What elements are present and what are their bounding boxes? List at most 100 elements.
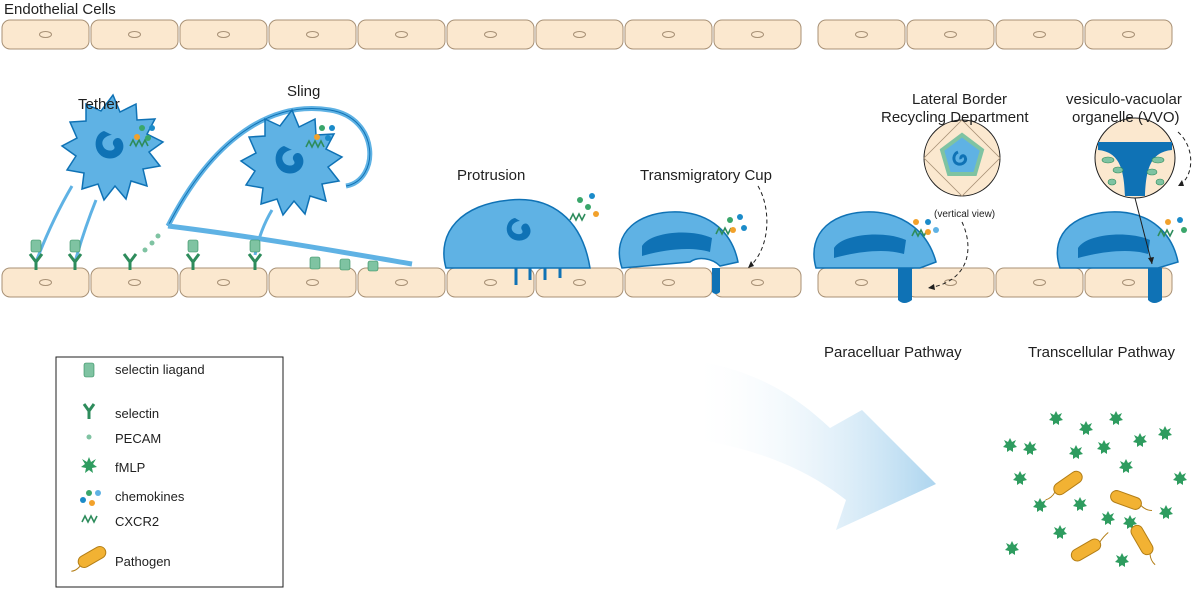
fmlp-icon <box>1158 426 1172 440</box>
vvo-inset <box>1094 117 1176 199</box>
legend-cxcr2-icon <box>81 514 98 524</box>
legend-label-selectin: selectin <box>115 406 159 421</box>
fmlp-icon <box>1115 553 1129 567</box>
legend-pecam-icon <box>86 434 92 440</box>
selectin-ligand-icon <box>69 239 81 253</box>
endothelial-nucleus <box>855 279 868 286</box>
endothelial-nucleus <box>662 279 675 286</box>
tether-neutrophil <box>34 93 165 263</box>
endothelial-nucleus <box>306 279 319 286</box>
endothelial-cell <box>1 267 90 298</box>
endothelial-nucleus <box>573 31 586 38</box>
endothelial-cell <box>535 267 624 298</box>
legend-box: selectin liagand selectin PECAM fMLP che… <box>55 356 284 588</box>
endothelial-cell <box>535 19 624 50</box>
legend-selectin-icon <box>82 403 96 419</box>
endothelial-cell <box>713 19 802 50</box>
vertical-view-label: (vertical view) <box>934 209 995 220</box>
transcellular-label: Transcellular Pathway <box>1028 344 1176 361</box>
trans-cxcr2-icon <box>1157 228 1174 238</box>
cup-cxcr2-icon <box>715 226 732 236</box>
endothelial-nucleus <box>751 31 764 38</box>
protrusion-chemokines-icon <box>577 193 599 217</box>
endothelial-nucleus <box>751 279 764 286</box>
endothelial-nucleus <box>306 31 319 38</box>
endothelial-nucleus <box>484 31 497 38</box>
endothelial-cells-top-row <box>1 19 1173 50</box>
fmlp-icon <box>1033 498 1047 512</box>
endothelial-cell <box>906 19 995 50</box>
fmlp-icon <box>1053 525 1067 539</box>
endothelial-nucleus <box>217 279 230 286</box>
legend-label-pathogen: Pathogen <box>115 554 171 569</box>
endothelial-nucleus <box>484 279 497 286</box>
selectin-icon <box>28 253 44 270</box>
vvo-label-line1: vesiculo-vacuolar <box>1066 91 1182 108</box>
endothelial-nucleus <box>662 31 675 38</box>
sling-cxcr2-icon <box>305 139 325 149</box>
endothelial-nucleus <box>128 279 141 286</box>
endothelial-cell <box>357 19 446 50</box>
endothelial-cell <box>995 267 1084 298</box>
transmigratory-cup-neutrophil <box>618 185 768 294</box>
legend-label-fmlp: fMLP <box>115 460 145 475</box>
fmlp-icon <box>1049 411 1063 425</box>
protrusion-neutrophil <box>443 193 599 285</box>
legend-label-pecam: PECAM <box>115 431 161 446</box>
endothelial-nucleus <box>217 31 230 38</box>
fmlp-icon <box>1133 433 1147 447</box>
endothelial-cell <box>90 19 179 50</box>
selectin-ligand-icon <box>249 239 261 253</box>
tether-cell-body <box>60 93 165 202</box>
tether-nucleus <box>95 131 124 159</box>
fmlp-icon <box>1079 421 1093 435</box>
pathogen-icon <box>1070 532 1109 562</box>
lbrc-label-line2: Recycling Department <box>881 109 1029 126</box>
lbrc-inset <box>923 119 1001 197</box>
endothelial-nucleus <box>1033 31 1046 38</box>
endothelial-cell <box>268 267 357 298</box>
endothelial-cell <box>624 19 713 50</box>
endothelial-cell <box>817 19 906 50</box>
fmlp-icon <box>1123 515 1137 529</box>
para-cxcr2-icon <box>911 228 928 238</box>
fmlp-icon <box>1073 497 1087 511</box>
endothelial-cells-bottom-row <box>1 267 1173 298</box>
endothelial-cell <box>713 267 802 298</box>
legend-label-chemokines: chemokines <box>115 489 185 504</box>
endothelial-cell <box>268 19 357 50</box>
paracellular-label: Paracelluar Pathway <box>824 344 962 361</box>
selectin-ligand-icon <box>339 258 351 271</box>
selectin-ligand-icon <box>187 239 199 253</box>
para-chemokines-icon <box>913 219 939 235</box>
transcellular-neutrophil <box>1056 197 1187 303</box>
fmlp-icon <box>1013 471 1027 485</box>
endothelial-cell <box>1 19 90 50</box>
fmlp-icon <box>1003 438 1017 452</box>
endothelial-cell <box>1084 19 1173 50</box>
endothelial-cell <box>446 19 535 50</box>
legend-selectin-ligand-icon <box>83 362 95 378</box>
endothelial-cell <box>90 267 179 298</box>
legend-label-selectin-ligand: selectin liagand <box>115 362 205 377</box>
legend-label-cxcr2: CXCR2 <box>115 514 159 529</box>
endothelial-cell <box>995 19 1084 50</box>
lbrc-label-line1: Lateral Border <box>912 91 1007 108</box>
pathogen-icon <box>1130 524 1156 566</box>
endothelial-cell <box>446 267 535 298</box>
sling-label: Sling <box>287 83 320 100</box>
endothelial-nucleus <box>39 31 52 38</box>
tether-label: Tether <box>78 96 120 113</box>
fmlp-icon <box>1005 541 1019 555</box>
migration-arrow <box>690 360 936 530</box>
fmlp-icon <box>1119 459 1133 473</box>
endothelial-cell <box>357 267 446 298</box>
fmlp-cluster <box>1003 411 1187 567</box>
transmigratory-cup-label: Transmigratory Cup <box>640 167 772 184</box>
endothelial-nucleus <box>395 31 408 38</box>
fmlp-icon <box>1159 505 1173 519</box>
diagram-title: Endothelial Cells <box>4 1 116 18</box>
endothelial-nucleus <box>39 279 52 286</box>
endothelial-cell <box>179 267 268 298</box>
pathogen-cluster <box>1045 470 1156 566</box>
